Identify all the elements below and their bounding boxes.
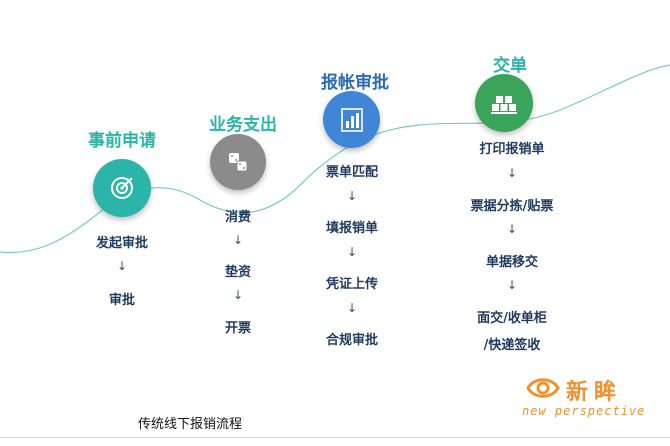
target-icon bbox=[111, 177, 133, 199]
diagram-caption: 传统线下报销流程 bbox=[138, 417, 243, 432]
arrow: ↓ bbox=[116, 259, 128, 273]
logo-text-cn: 新眸 bbox=[566, 380, 623, 405]
logo: 新眸 new perspective bbox=[522, 372, 662, 424]
stage-4-step-2: 票据分拣/贴票 bbox=[470, 199, 554, 214]
arrow: ↓ bbox=[346, 301, 358, 315]
eye-icon bbox=[526, 378, 560, 398]
boxes-icon bbox=[491, 96, 517, 114]
stage-4-step-4: 面交/收单柜 bbox=[477, 311, 547, 326]
bar-chart-icon bbox=[340, 107, 363, 132]
stage-circle-3 bbox=[323, 91, 380, 148]
arrow: ↓ bbox=[506, 278, 518, 292]
stage-2-step-1: 消费 bbox=[224, 210, 251, 225]
stage-title-2: 业务支出 bbox=[209, 115, 277, 135]
stage-circle-2 bbox=[210, 134, 266, 190]
stage-2-step-2: 垫资 bbox=[224, 265, 251, 280]
stage-1-step-2: 审批 bbox=[108, 293, 135, 308]
arrow: ↓ bbox=[346, 245, 358, 259]
dice-icon bbox=[229, 153, 248, 172]
stage-3-step-1: 票单匹配 bbox=[325, 165, 378, 180]
stage-title-1: 事前申请 bbox=[88, 131, 156, 151]
stage-3-step-4: 合规审批 bbox=[325, 333, 378, 348]
stage-4-step-3: 单据移交 bbox=[485, 255, 538, 270]
stage-3-step-2: 填报销单 bbox=[325, 221, 378, 236]
stage-circle-4 bbox=[475, 74, 533, 132]
arrow: ↓ bbox=[232, 233, 244, 247]
stage-2-step-3: 开票 bbox=[224, 321, 251, 336]
arrow: ↓ bbox=[506, 166, 518, 180]
logo-text-en: new perspective bbox=[522, 404, 646, 418]
arrow: ↓ bbox=[506, 222, 518, 236]
stage-1-step-1: 发起审批 bbox=[95, 236, 148, 251]
arrow: ↓ bbox=[346, 189, 358, 203]
stage-circle-1 bbox=[93, 159, 151, 217]
stage-4-step-5: /快递签收 bbox=[483, 338, 541, 353]
divider bbox=[0, 437, 670, 438]
arrow: ↓ bbox=[232, 288, 244, 302]
stage-title-3: 报帐审批 bbox=[321, 73, 389, 93]
stage-title-4: 交单 bbox=[493, 56, 527, 76]
stage-4-step-1: 打印报销单 bbox=[479, 142, 545, 157]
stage-3-step-3: 凭证上传 bbox=[325, 277, 378, 292]
